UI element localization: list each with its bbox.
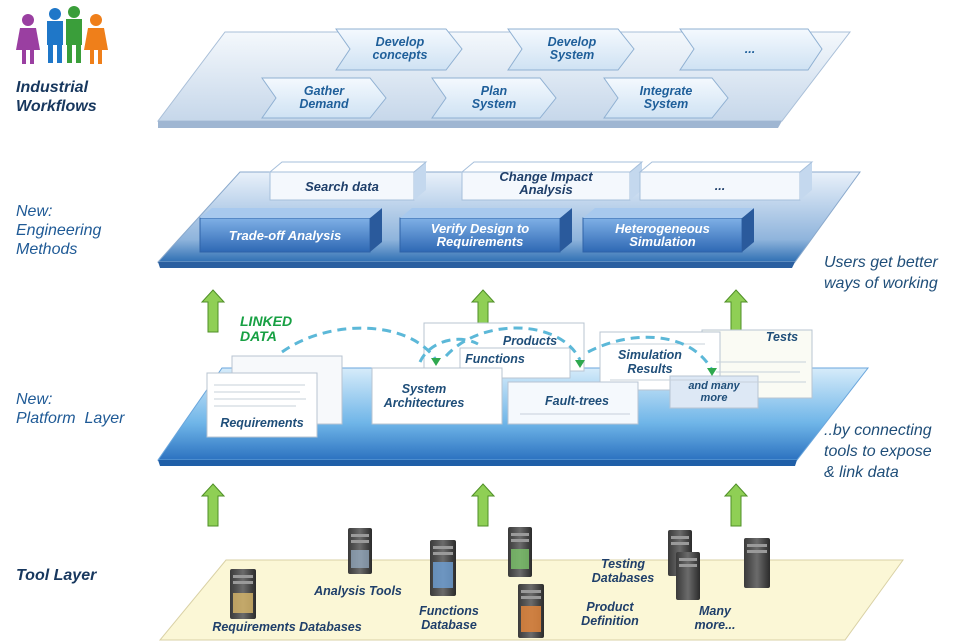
side-note-connecting: ..by connecting tools to expose & link d… <box>824 420 932 483</box>
people-icon <box>16 6 108 64</box>
workflow-develop-concepts: Develop concepts <box>350 36 450 62</box>
develop-system-line2: System <box>549 48 595 62</box>
linked-data-label: LINKED DATA <box>240 314 292 344</box>
workflow-plan-system: Plan System <box>444 85 544 111</box>
tool-testing-db: Testing Databases <box>578 557 668 585</box>
method-tradeoff: Trade-off Analysis <box>228 228 342 243</box>
platform-products: Products <box>502 334 558 348</box>
platform-many-more: and many more <box>670 380 758 404</box>
methods-label-prefix: New: <box>16 203 53 220</box>
system-arch-line1: System <box>401 382 447 396</box>
tool-functions-db: Functions Database <box>404 604 494 632</box>
plan-system-line1: Plan <box>480 84 508 98</box>
platform-fault-trees: Fault-trees <box>545 394 609 408</box>
workflow-develop-system: Develop System <box>522 36 622 62</box>
product-def-line1: Product <box>586 600 634 614</box>
tool-many-more-line1: Many <box>699 604 731 618</box>
platform-many-more-line2: more <box>700 392 728 404</box>
workflow-chevrons <box>261 28 823 119</box>
simulation-line1: Simulation <box>618 348 682 362</box>
develop-concepts-line2: concepts <box>372 48 428 62</box>
linked-data-line1: LINKED <box>240 313 293 329</box>
method-verify: Verify Design to Requirements <box>400 222 560 248</box>
gather-demand-line1: Gather <box>303 84 345 98</box>
method-more: ... <box>714 179 726 193</box>
tool-layer-label: Tool Layer <box>16 567 97 584</box>
platform-layer-label: New: Platform Layer <box>16 390 124 428</box>
arrowhead-icon <box>431 358 717 376</box>
workflows-layer-label: Industrial Workflows <box>16 78 97 116</box>
hetero-line2: Simulation <box>629 234 696 249</box>
platform-label-prefix: New: <box>16 391 53 408</box>
side-note-connecting-line2: tools to expose <box>824 443 932 460</box>
tool-many-more-line2: more... <box>694 618 736 632</box>
platform-many-more-line1: and many <box>688 380 740 392</box>
document-lines <box>214 343 806 415</box>
platform-plane-edge <box>158 460 797 466</box>
method-boxes <box>199 161 814 253</box>
gather-demand-line2: Demand <box>299 97 349 111</box>
testing-db-line2: Databases <box>591 571 655 585</box>
functions-db-line2: Database <box>421 618 477 632</box>
method-hetero: Heterogeneous Simulation <box>583 222 742 248</box>
methods-label-line2: Methods <box>16 241 78 258</box>
functions-db-line1: Functions <box>419 604 479 618</box>
arrow-up-icon <box>200 289 749 333</box>
document-cards <box>206 322 813 438</box>
platform-label-line1: Platform Layer <box>16 410 125 427</box>
workflows-plane-edge <box>158 121 782 128</box>
system-arch-line2: Architectures <box>383 396 465 410</box>
plan-system-line2: System <box>471 97 517 111</box>
method-search-data: Search data <box>305 179 379 194</box>
platform-tests: Tests <box>765 330 799 344</box>
arrow-up-icon <box>200 483 749 527</box>
side-note-connecting-line1: ..by connecting <box>824 422 932 439</box>
side-note-users-line1: Users get better <box>824 254 938 271</box>
platform-simulation: Simulation Results <box>600 348 700 376</box>
tool-analysis: Analysis Tools <box>314 584 402 598</box>
product-def-line2: Definition <box>581 614 639 628</box>
side-note-users-line2: ways of working <box>824 275 938 292</box>
testing-db-line1: Testing <box>601 557 645 571</box>
workflow-more: ... <box>744 42 756 56</box>
tool-product-def: Product Definition <box>570 600 650 628</box>
platform-requirements: Requirements <box>220 416 304 430</box>
verify-line1: Verify Design to <box>430 221 530 236</box>
workflows-label-line1: Industrial <box>16 79 89 96</box>
linked-data-arcs <box>281 326 714 371</box>
integrate-system-line1: Integrate <box>639 84 693 98</box>
platform-system-arch: System Architectures <box>374 382 474 410</box>
integrate-system-line2: System <box>643 97 689 111</box>
linked-data-line2: DATA <box>240 328 277 344</box>
method-change-impact: Change Impact Analysis <box>462 170 630 196</box>
platform-functions: Functions <box>465 352 525 366</box>
develop-concepts-line1: Develop <box>375 35 425 49</box>
server-icons <box>230 527 770 638</box>
workflows-label-line2: Workflows <box>16 98 97 115</box>
methods-layer-label: New: Engineering Methods <box>16 202 101 259</box>
hetero-line1: Heterogeneous <box>615 221 710 236</box>
change-impact-line2: Analysis <box>519 182 573 197</box>
side-note-users: Users get better ways of working <box>824 252 938 294</box>
workflow-gather-demand: Gather Demand <box>274 85 374 111</box>
methods-plane-edge <box>158 262 795 268</box>
side-note-connecting-line3: & link data <box>824 464 899 481</box>
develop-system-line1: Develop <box>547 35 597 49</box>
change-impact-line1: Change Impact <box>499 169 593 184</box>
methods-label-line1: Engineering <box>16 222 102 239</box>
tool-req-db: Requirements Databases <box>212 620 362 634</box>
workflow-integrate-system: Integrate System <box>616 85 716 111</box>
verify-line2: Requirements <box>436 234 524 249</box>
simulation-line2: Results <box>627 362 673 376</box>
tool-many-more: Many more... <box>680 604 750 632</box>
